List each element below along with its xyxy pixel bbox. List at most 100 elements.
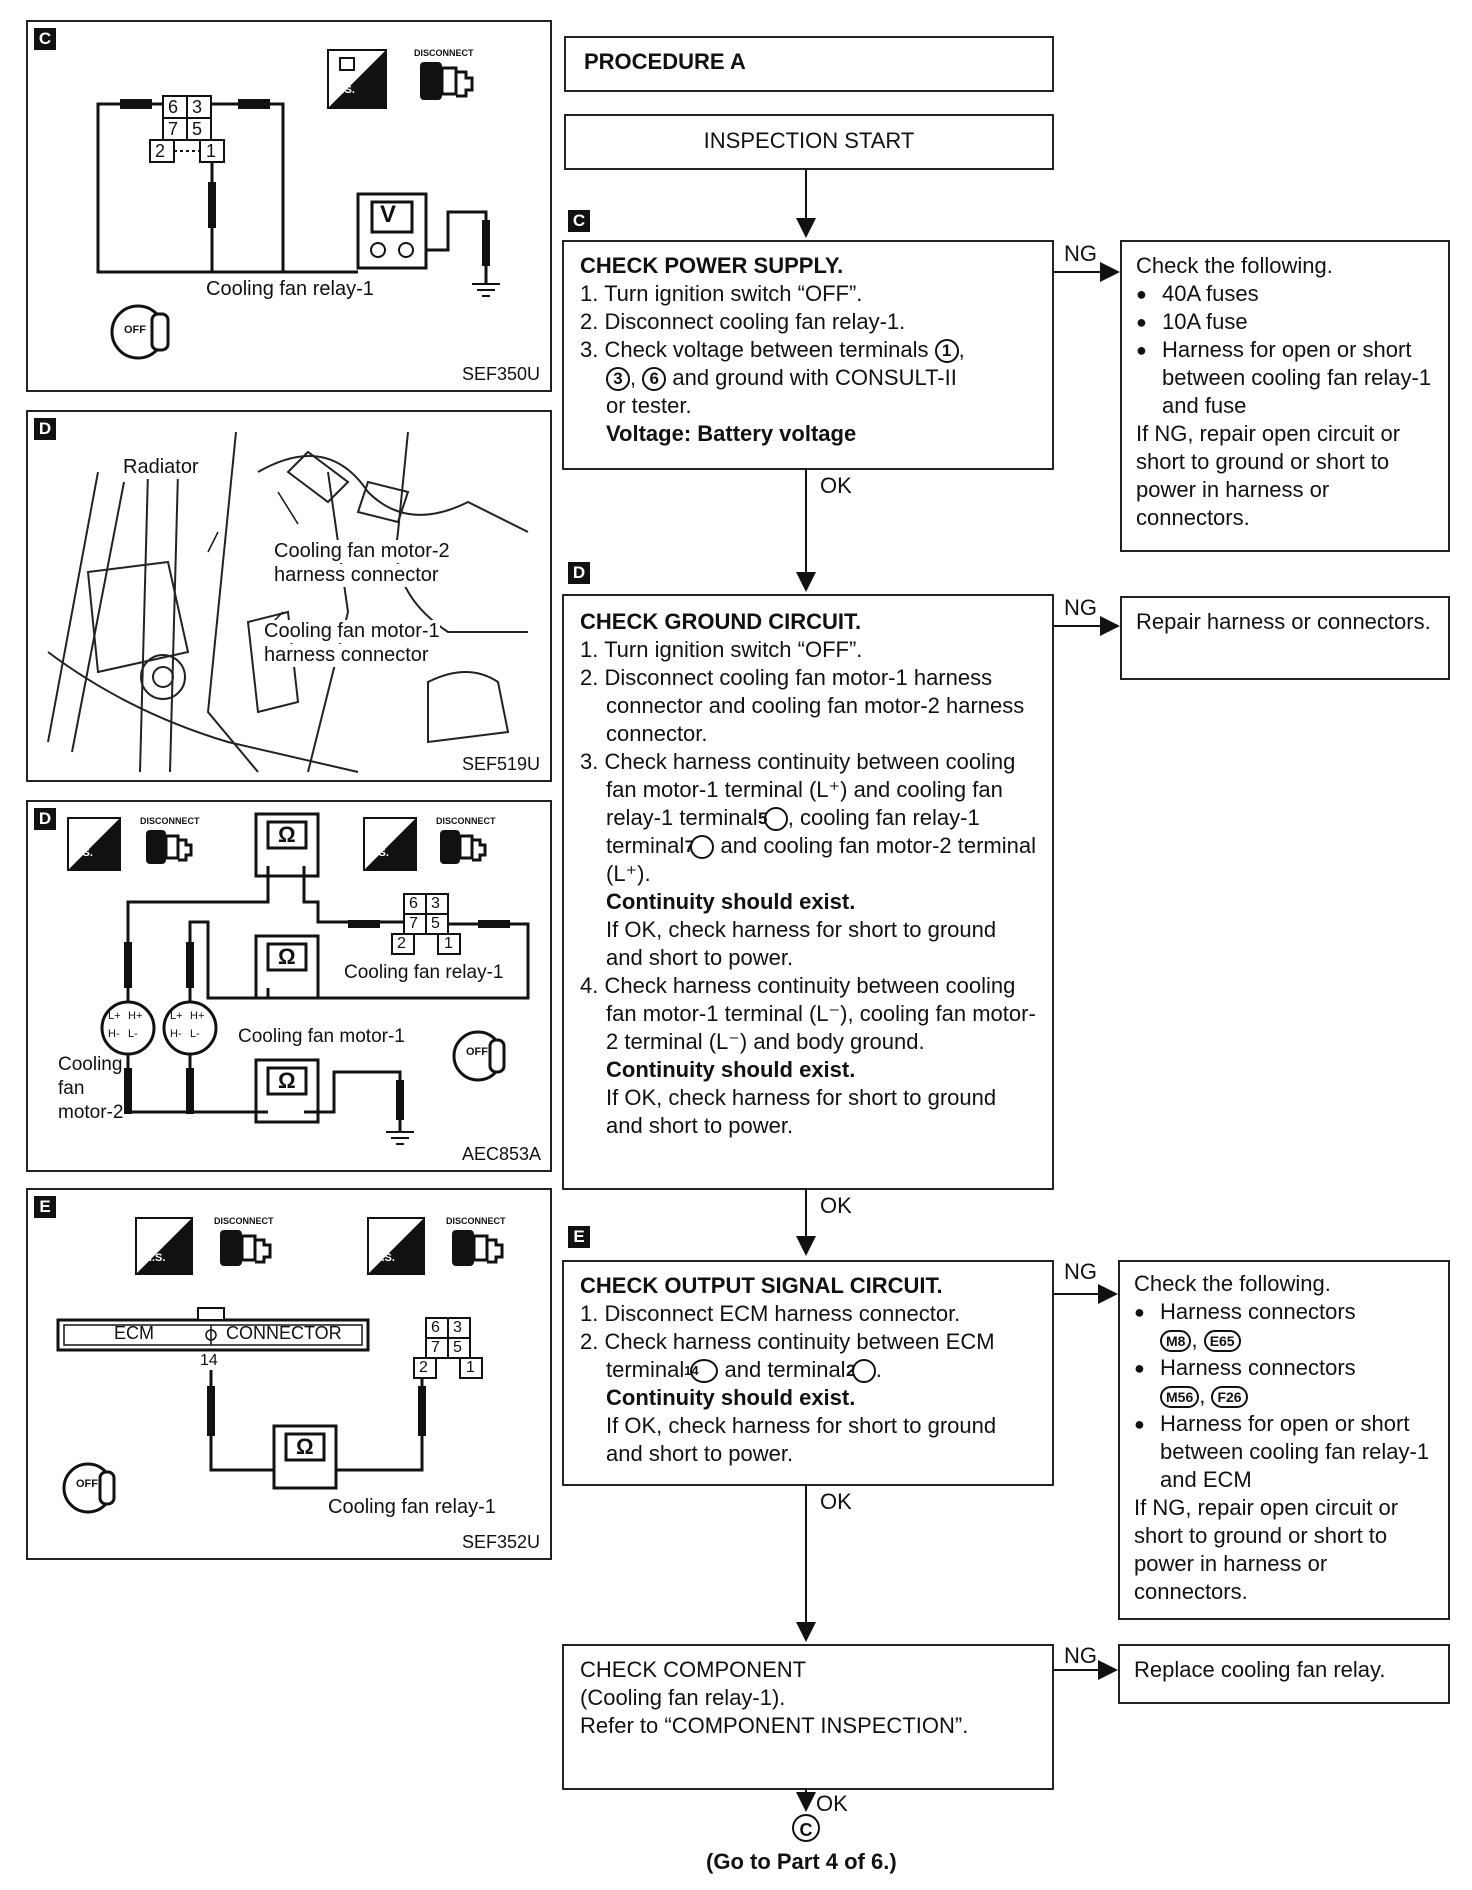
step-line: If OK, check harness for short to ground… [606, 1413, 997, 1466]
ng-power-supply-box: Check the following. 40A fuses 10A fuse … [1120, 240, 1450, 552]
panel-letter: C [34, 28, 56, 50]
hs-label: H.S. [144, 1252, 166, 1264]
ts-label: T.S. [74, 847, 93, 859]
engine-bay-svg [47, 431, 529, 773]
connector-code: M56 [1160, 1386, 1200, 1409]
terminal-6: 6 [168, 97, 179, 117]
panel-letter: E [34, 1196, 56, 1218]
disconnect-label: DISCONNECT [214, 1216, 274, 1226]
step-line: (Cooling fan relay-1). [580, 1685, 786, 1710]
step-line: If OK, check harness for short to ground… [606, 1085, 997, 1138]
signal-wiring-svg [56, 1217, 504, 1514]
terminal-circle: 6 [642, 367, 667, 392]
ng-label: NG [1064, 1643, 1097, 1668]
step-line: 2. Disconnect cooling fan motor-1 harnes… [580, 665, 1025, 746]
terminal-3: 3 [192, 97, 203, 117]
ng-intro: Check the following. [1134, 1271, 1331, 1296]
figure-code: SEF352U [462, 1532, 541, 1552]
terminal-circle: 7 [685, 835, 715, 860]
terminal-5: 5 [192, 119, 203, 139]
connector-code: E65 [1203, 1330, 1241, 1353]
relay-label: Cooling fan relay-1 [206, 278, 374, 300]
terminal-7: 7 [168, 119, 179, 139]
inspection-start-box: INSPECTION START [564, 114, 1054, 170]
ng-label: NG [1064, 595, 1097, 620]
ts-icon [367, 1217, 425, 1275]
terminal-5: 5 [431, 915, 440, 932]
step-title: CHECK GROUND CIRCUIT. [580, 609, 862, 634]
ohmmeter-symbol: Ω [296, 1434, 314, 1459]
step-line: 1. Turn ignition switch “OFF”. [580, 281, 863, 306]
disconnect-icon [420, 62, 474, 100]
step-title: CHECK OUTPUT SIGNAL CIRCUIT. [580, 1273, 943, 1298]
off-label: OFF [124, 324, 146, 336]
ts-icon [67, 817, 121, 871]
ignition-key-icon [62, 1462, 116, 1514]
terminal-circle: 14 [684, 1359, 719, 1384]
ng-item: Harness for open or short between coolin… [1134, 1410, 1434, 1494]
panel-e-signal-diagram: E [26, 1188, 552, 1560]
step-spec: Voltage: Battery voltage [606, 421, 857, 446]
ok-label: OK [820, 473, 852, 498]
step-line: 3. Check voltage between terminals 1, [580, 337, 965, 364]
panel-d-continuity-diagram: D [26, 800, 552, 1172]
step-spec: Continuity should exist. [606, 889, 856, 914]
ng-label: NG [1064, 241, 1097, 266]
disconnect-label: DISCONNECT [414, 48, 474, 58]
check-power-supply-box: CHECK POWER SUPPLY. 1. Turn ignition swi… [562, 240, 1054, 470]
connector-code: M8 [1160, 1330, 1192, 1353]
conn-pin-hminus: H- [170, 1028, 182, 1040]
voltage-wiring-svg [96, 49, 500, 360]
disconnect-icon [440, 830, 487, 864]
panel-letter: D [34, 418, 56, 440]
ignition-key-icon [110, 304, 170, 360]
step-line: If OK, check harness for short to ground… [606, 917, 997, 970]
ng-item: Harness for open or short between coolin… [1136, 336, 1434, 420]
conn-pin-hplus: H+ [128, 1010, 143, 1022]
off-label: OFF [466, 1046, 488, 1058]
terminal-circle: 5 [758, 807, 788, 832]
disconnect-icon [220, 1230, 272, 1266]
goto-label: (Go to Part 4 of 6.) [706, 1849, 897, 1874]
inspection-start-label: INSPECTION START [703, 128, 915, 153]
step-line: or tester. [606, 393, 692, 418]
step-line: 4. Check harness continuity between cool… [580, 973, 1036, 1054]
ng-item: 10A fuse [1136, 308, 1434, 336]
ng-output-signal-box: Check the following. Harness connectorsM… [1118, 1260, 1450, 1620]
terminal-2: 2 [155, 141, 166, 161]
motor2-label-3: motor-2 [58, 1102, 124, 1123]
step-line: 2. Check harness continuity between ECM … [580, 1329, 995, 1384]
figure-code: SEF519U [462, 754, 541, 774]
terminal-circle: 1 [934, 339, 959, 364]
conn-pin-lplus: L+ [108, 1010, 121, 1022]
step-title: CHECK POWER SUPPLY. [580, 253, 844, 278]
off-label: OFF [76, 1478, 98, 1490]
terminal-1: 1 [466, 1359, 475, 1376]
terminal-2: 2 [419, 1359, 428, 1376]
check-component-box: CHECK COMPONENT (Cooling fan relay-1). R… [562, 1644, 1054, 1790]
ng-tail: If NG, repair open circuit or short to g… [1136, 421, 1401, 530]
step-letter: C [568, 210, 590, 232]
panel-letter: D [34, 808, 56, 830]
ng-tail: If NG, repair open circuit or short to g… [1134, 1495, 1399, 1604]
terminal-circle: 2 [846, 1359, 876, 1384]
panel-c-voltage-diagram: C [26, 20, 552, 392]
step-line: Refer to “COMPONENT INSPECTION”. [580, 1713, 969, 1738]
disconnect-icon [452, 1230, 504, 1266]
motor2-connector-label-1: Cooling fan motor-2 [274, 540, 450, 563]
ts-icon [363, 817, 417, 871]
ng-item: 40A fuses [1136, 280, 1434, 308]
ecm-pin-14: 14 [200, 1352, 218, 1369]
step-line: 1. Disconnect ECM harness connector. [580, 1301, 961, 1326]
terminal-1: 1 [206, 141, 217, 161]
ohmmeter-symbol: Ω [278, 1068, 296, 1093]
step-line: 3. Check harness continuity between cool… [580, 749, 1036, 886]
terminal-circle: 3 [606, 367, 630, 392]
figure-code: SEF350U [462, 364, 541, 384]
hs-icon [135, 1217, 193, 1275]
radiator-label: Radiator [123, 456, 199, 479]
conn-pin-lminus: L- [190, 1028, 200, 1040]
terminal-5: 5 [453, 1339, 462, 1356]
motor2-connector-label-2: harness connector [274, 564, 439, 587]
